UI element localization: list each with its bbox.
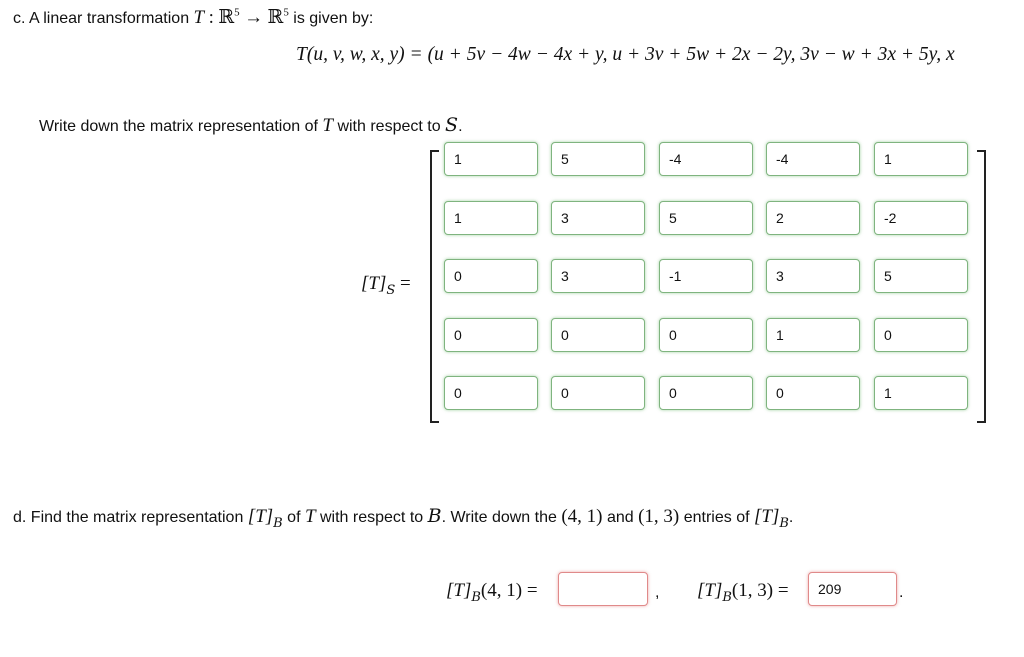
matrix-cell-r4-c2[interactable]: 0: [551, 318, 645, 352]
answer-separator: ,: [655, 584, 660, 601]
part-d-heading: d. Find the matrix representation [T]B o…: [13, 505, 794, 531]
instruction-T: T: [322, 115, 333, 136]
answer2-label: [T]B(1, 3) =: [697, 580, 789, 605]
instruction-end: .: [458, 118, 463, 135]
matrix-cell-r2-c4[interactable]: 2: [766, 201, 860, 235]
transformation-formula: T(u, v, w, x, y) = (u + 5v − 4w − 4x + y…: [296, 44, 955, 65]
part-d-entry-a: (4, 1): [561, 506, 603, 527]
part-d-label: d.: [13, 509, 27, 526]
matrix-cell-r3-c5[interactable]: 5: [874, 259, 968, 293]
part-c-heading: c. A linear transformation T : ℝ5 → ℝ5 i…: [13, 6, 373, 29]
matrix-cell-r5-c3[interactable]: 0: [659, 376, 753, 410]
codomain-space: ℝ5: [267, 6, 289, 28]
matrix-right-bracket: [977, 150, 986, 423]
matrix-cell-r1-c2[interactable]: 5: [551, 142, 645, 176]
instruction-S: S: [445, 114, 459, 136]
domain-space: ℝ5: [218, 6, 240, 28]
matrix-label-T: [T]: [361, 273, 387, 294]
matrix-cell-r4-c5[interactable]: 0: [874, 318, 968, 352]
matrix-cell-r1-c4[interactable]: -4: [766, 142, 860, 176]
matrix-cell-r1-c3[interactable]: -4: [659, 142, 753, 176]
matrix-cell-r2-c1[interactable]: 1: [444, 201, 538, 235]
map-colon: :: [208, 7, 214, 28]
matrix-cell-r2-c3[interactable]: 5: [659, 201, 753, 235]
part-c-label: c.: [13, 10, 26, 27]
matrix-cell-r1-c1[interactable]: 1: [444, 142, 538, 176]
matrix-cell-r2-c5[interactable]: -2: [874, 201, 968, 235]
matrix-cell-r4-c3[interactable]: 0: [659, 318, 753, 352]
part-d-text6: entries of: [683, 509, 750, 526]
part-c-intro: A linear transformation: [29, 10, 190, 27]
part-d-end-period: .: [788, 509, 794, 526]
matrix-cell-r2-c2[interactable]: 3: [551, 201, 645, 235]
answer1-label: [T]B(4, 1) =: [446, 580, 538, 605]
instruction-text: Write down the matrix representation of: [39, 118, 318, 135]
part-d-of-T: T: [304, 506, 316, 527]
instruction-mid: with respect to: [337, 118, 441, 135]
part-d-end-rep: [T]B: [753, 506, 789, 531]
matrix-label-eq: =: [400, 273, 411, 294]
part-d-text3: with respect to: [320, 509, 424, 526]
matrix-cell-r3-c1[interactable]: 0: [444, 259, 538, 293]
matrix-cell-r3-c2[interactable]: 3: [551, 259, 645, 293]
matrix-cell-r4-c1[interactable]: 0: [444, 318, 538, 352]
arrow-symbol: →: [244, 7, 264, 28]
part-d-wrt-B: B: [427, 505, 442, 527]
map-symbol: T: [193, 7, 205, 28]
matrix-cell-r5-c4[interactable]: 0: [766, 376, 860, 410]
matrix-cell-r4-c4[interactable]: 1: [766, 318, 860, 352]
matrix-cell-r1-c5[interactable]: 1: [874, 142, 968, 176]
part-d-text2: of: [287, 509, 301, 526]
answer-period: .: [899, 584, 904, 601]
matrix-cell-r5-c1[interactable]: 0: [444, 376, 538, 410]
part-d-rep: [T]B: [247, 506, 283, 531]
part-d-entry-b: (1, 3): [638, 506, 680, 527]
answer1-input[interactable]: [558, 572, 648, 606]
part-d-text5: and: [606, 509, 634, 526]
part-c-tail: is given by:: [293, 10, 374, 27]
answer2-input[interactable]: 209: [808, 572, 897, 606]
matrix-cell-r5-c5[interactable]: 1: [874, 376, 968, 410]
part-d-text1: Find the matrix representation: [30, 509, 244, 526]
matrix-label: [T]S =: [361, 273, 411, 298]
part-c-instruction: Write down the matrix representation of …: [39, 114, 463, 137]
part-d-text4: . Write down the: [441, 509, 557, 526]
matrix-cell-r5-c2[interactable]: 0: [551, 376, 645, 410]
matrix-label-sub: S: [386, 282, 396, 298]
matrix-left-bracket: [430, 150, 439, 423]
matrix-cell-r3-c4[interactable]: 3: [766, 259, 860, 293]
matrix-cell-r3-c3[interactable]: -1: [659, 259, 753, 293]
